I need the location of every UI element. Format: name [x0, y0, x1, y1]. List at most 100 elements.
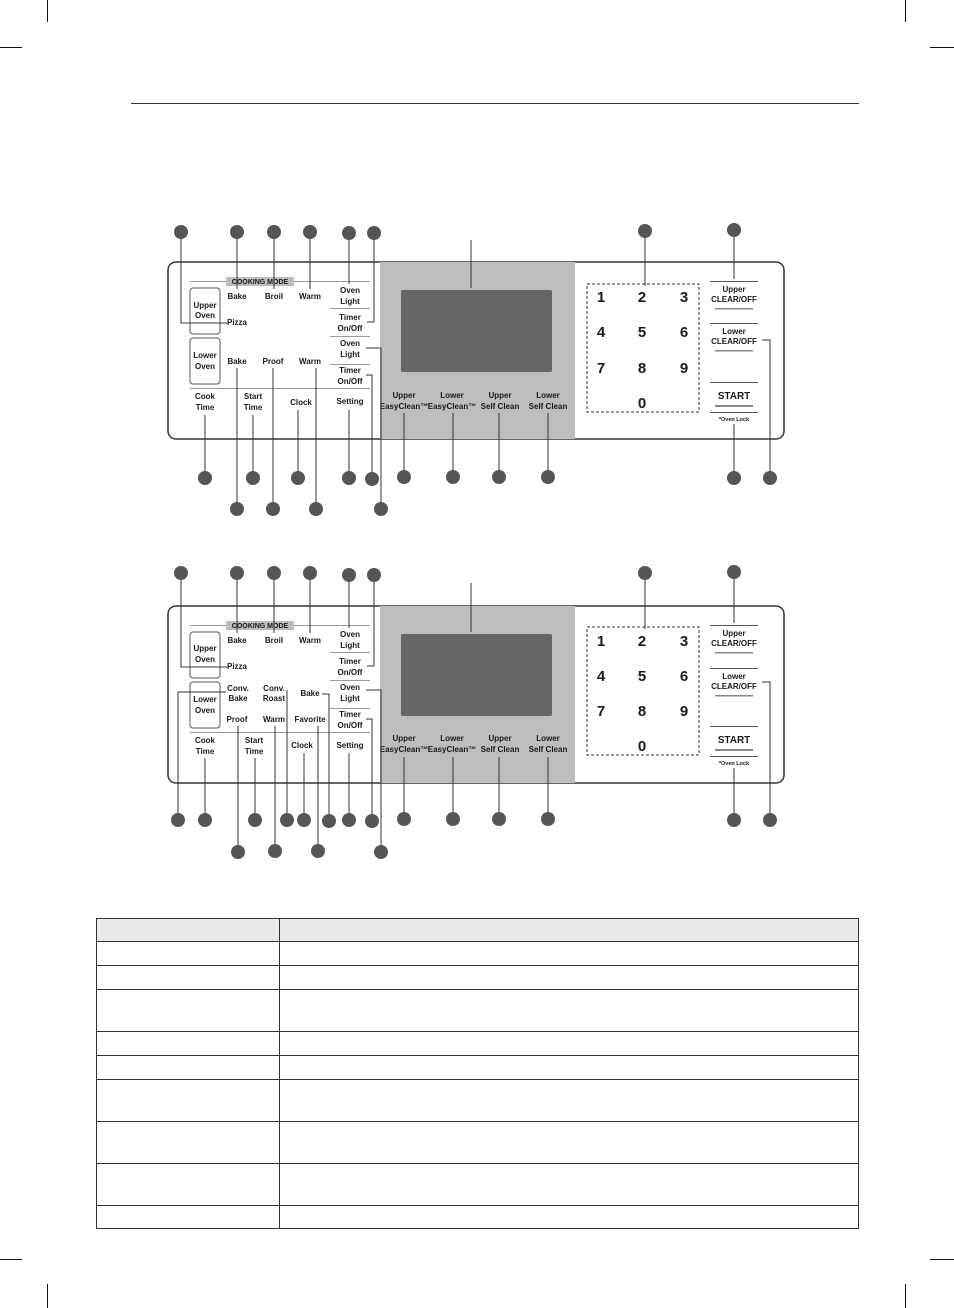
upper-easyclean-button[interactable]: Upper	[392, 391, 415, 400]
oven-light-1-button[interactable]: Oven	[340, 286, 360, 295]
lower-self-clean-button[interactable]: Lower	[536, 734, 560, 743]
svg-text:Roast: Roast	[263, 694, 286, 703]
conv-roast-button[interactable]: Conv.	[263, 684, 285, 693]
upper-self-clean-button[interactable]: Upper	[488, 391, 511, 400]
svg-text:Self Clean: Self Clean	[529, 745, 568, 754]
key-0[interactable]: 0	[638, 395, 646, 412]
table-row	[96, 941, 859, 966]
pizza-button[interactable]: Pizza	[227, 318, 248, 327]
svg-text:Oven: Oven	[195, 362, 215, 371]
svg-text:Light: Light	[340, 694, 360, 703]
crop-mark	[0, 1259, 22, 1260]
cooking-mode-label: COOKING MODE	[232, 623, 289, 630]
lower-oven-button[interactable]: Lower	[193, 351, 217, 360]
key-1[interactable]: 1	[597, 633, 605, 650]
upper-easyclean-button[interactable]: Upper	[392, 734, 415, 743]
key-9[interactable]: 9	[680, 703, 688, 720]
table-row	[96, 1079, 859, 1122]
control-panel-2: COOKING MODE Upper Oven Lower Oven Bake …	[167, 565, 785, 859]
svg-text:CLEAR/OFF: CLEAR/OFF	[711, 639, 757, 648]
key-4[interactable]: 4	[597, 668, 606, 685]
upper-bake-button[interactable]: Bake	[227, 292, 247, 301]
start-time-button[interactable]: Start	[245, 736, 264, 745]
key-8[interactable]: 8	[638, 360, 646, 377]
key-3[interactable]: 3	[680, 633, 688, 650]
key-3[interactable]: 3	[680, 289, 688, 306]
proof-button[interactable]: Proof	[227, 715, 248, 724]
pizza-button[interactable]: Pizza	[227, 662, 248, 671]
svg-text:On/Off: On/Off	[338, 324, 363, 333]
clock-button[interactable]: Clock	[291, 741, 313, 750]
upper-clear-off-button[interactable]: Upper	[722, 629, 745, 638]
lower-proof-button[interactable]: Proof	[263, 357, 284, 366]
table-row	[96, 989, 859, 1032]
lower-oven-button[interactable]: Lower	[193, 695, 217, 704]
key-5[interactable]: 5	[638, 324, 646, 341]
key-4[interactable]: 4	[597, 324, 606, 341]
key-6[interactable]: 6	[680, 324, 688, 341]
timer-1-button[interactable]: Timer	[339, 313, 361, 322]
crop-mark	[905, 0, 906, 22]
key-1[interactable]: 1	[597, 289, 605, 306]
key-2[interactable]: 2	[638, 633, 646, 650]
svg-text:Time: Time	[196, 747, 215, 756]
table-header-row	[96, 918, 859, 942]
lower-bake-button[interactable]: Bake	[227, 357, 247, 366]
svg-text:Self Clean: Self Clean	[481, 745, 520, 754]
key-0[interactable]: 0	[638, 738, 646, 755]
upper-clear-off-button[interactable]: Upper	[722, 285, 745, 294]
upper-bake-button[interactable]: Bake	[227, 636, 247, 645]
key-8[interactable]: 8	[638, 703, 646, 720]
key-6[interactable]: 6	[680, 668, 688, 685]
lower-easyclean-button[interactable]: Lower	[440, 391, 464, 400]
svg-text:EasyClean™: EasyClean™	[380, 402, 428, 411]
warm-button[interactable]: Warm	[263, 715, 285, 724]
svg-text:CLEAR/OFF: CLEAR/OFF	[711, 337, 757, 346]
table-row	[96, 1031, 859, 1056]
crop-mark	[47, 0, 48, 22]
upper-self-clean-button[interactable]: Upper	[488, 734, 511, 743]
start-button[interactable]: START	[718, 735, 751, 746]
upper-oven-button[interactable]: Upper	[193, 301, 216, 310]
svg-text:On/Off: On/Off	[338, 721, 363, 730]
oven-light-1-button[interactable]: Oven	[340, 630, 360, 639]
lower-easyclean-button[interactable]: Lower	[440, 734, 464, 743]
timer-2-button[interactable]: Timer	[339, 366, 361, 375]
cook-time-button[interactable]: Cook	[195, 736, 216, 745]
key-5[interactable]: 5	[638, 668, 646, 685]
header-rule	[131, 103, 859, 104]
upper-broil-button[interactable]: Broil	[265, 292, 283, 301]
lower-clear-off-button[interactable]: Lower	[722, 327, 746, 336]
conv-bake-button[interactable]: Conv.	[227, 684, 249, 693]
timer-2-button[interactable]: Timer	[339, 710, 361, 719]
svg-text:Light: Light	[340, 297, 360, 306]
upper-broil-button[interactable]: Broil	[265, 636, 283, 645]
oven-light-2-button[interactable]: Oven	[340, 683, 360, 692]
cooking-mode-label: COOKING MODE	[232, 279, 289, 286]
cook-time-button[interactable]: Cook	[195, 392, 216, 401]
oven-lock-note: *Oven Lock	[719, 417, 750, 423]
crop-mark	[0, 47, 22, 48]
key-7[interactable]: 7	[597, 703, 605, 720]
timer-1-button[interactable]: Timer	[339, 657, 361, 666]
start-button[interactable]: START	[718, 391, 751, 402]
control-panel-1: COOKING MODE Upper Oven Lower Oven Bake …	[167, 223, 785, 516]
key-9[interactable]: 9	[680, 360, 688, 377]
setting-button[interactable]: Setting	[336, 397, 363, 406]
svg-text:Self Clean: Self Clean	[529, 402, 568, 411]
upper-oven-button[interactable]: Upper	[193, 644, 216, 653]
favorite-button[interactable]: Favorite	[294, 715, 326, 724]
key-2[interactable]: 2	[638, 289, 646, 306]
setting-button[interactable]: Setting	[336, 741, 363, 750]
svg-text:CLEAR/OFF: CLEAR/OFF	[711, 682, 757, 691]
start-time-button[interactable]: Start	[244, 392, 263, 401]
key-7[interactable]: 7	[597, 360, 605, 377]
lower-bake-button[interactable]: Bake	[300, 689, 320, 698]
oven-light-2-button[interactable]: Oven	[340, 339, 360, 348]
upper-warm-button[interactable]: Warm	[299, 636, 321, 645]
clock-button[interactable]: Clock	[290, 398, 312, 407]
lower-self-clean-button[interactable]: Lower	[536, 391, 560, 400]
lower-clear-off-button[interactable]: Lower	[722, 672, 746, 681]
lower-warm-button[interactable]: Warm	[299, 357, 321, 366]
upper-warm-button[interactable]: Warm	[299, 292, 321, 301]
